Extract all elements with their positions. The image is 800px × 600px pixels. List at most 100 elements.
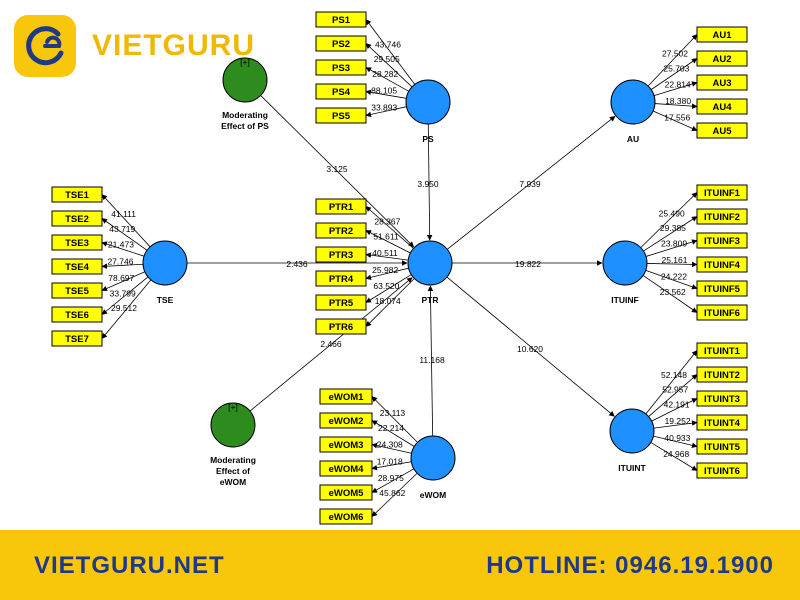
loading-arrow-tse5 [101, 271, 145, 292]
path-coefficient-ptr-ituint: 10.620 [517, 344, 543, 354]
indicator-ituint6[interactable]: ITUINT6 [696, 462, 748, 479]
indicator-ewom5[interactable]: eWOM5 [319, 484, 373, 501]
loading-value-ituint3: 42.191 [664, 400, 690, 410]
indicator-tse2[interactable]: TSE2 [51, 210, 103, 227]
svg-text:ITUINT4: ITUINT4 [704, 418, 741, 429]
indicator-ituinf4[interactable]: ITUINF4 [696, 256, 748, 273]
loading-value-ituint2: 52.957 [662, 384, 688, 394]
loading-value-ewom3: 24.308 [377, 439, 403, 449]
loading-arrow-ituint3 [651, 398, 698, 422]
path-coefficient-ptr-ituinf: 19.822 [515, 259, 541, 269]
loading-arrow-ptr5 [365, 274, 412, 303]
indicator-au3[interactable]: AU3 [696, 74, 748, 91]
footer-bar: VIETGURU.NET HOTLINE: 0946.19.1900 [0, 530, 800, 600]
indicator-ituinf1[interactable]: ITUINF1 [696, 184, 748, 201]
svg-text:TSE7: TSE7 [65, 334, 89, 345]
loading-arrow-ptr1 [365, 206, 414, 249]
moderator-label-line: Effect of PS [221, 121, 269, 131]
indicator-ewom1[interactable]: eWOM1 [319, 388, 373, 405]
indicator-ituint1[interactable]: ITUINT1 [696, 342, 748, 359]
indicator-au2[interactable]: AU2 [696, 50, 748, 67]
loading-value-ituinf4: 25.161 [661, 255, 687, 265]
construct-label-ps: PS [422, 134, 434, 144]
loading-value-tse5: 78.697 [108, 273, 134, 283]
construct-au[interactable] [610, 79, 656, 125]
loading-value-ptr4: 25.982 [372, 265, 398, 275]
loading-value-tse6: 33.799 [110, 289, 136, 299]
path-coefficient-tse-ptr: 2.436 [286, 259, 308, 269]
indicator-ptr2[interactable]: PTR2 [315, 222, 367, 239]
indicator-tse7[interactable]: TSE7 [51, 330, 103, 347]
indicator-ewom3[interactable]: eWOM3 [319, 436, 373, 453]
indicator-ewom4[interactable]: eWOM4 [319, 460, 373, 477]
indicator-ituinf3[interactable]: ITUINF3 [696, 232, 748, 249]
website-link[interactable]: VIETGURU.NET [34, 552, 225, 579]
indicator-au1[interactable]: AU1 [696, 26, 748, 43]
loading-arrow-ps4 [365, 89, 407, 99]
loading-value-ps3: 28.282 [372, 69, 398, 79]
indicator-ptr1[interactable]: PTR1 [315, 198, 367, 215]
loading-value-ewom5: 28.975 [378, 473, 404, 483]
indicator-tse5[interactable]: TSE5 [51, 282, 103, 299]
indicator-ps1[interactable]: PS1 [315, 11, 367, 28]
indicator-ituinf6[interactable]: ITUINF6 [696, 304, 748, 321]
indicator-ituinf5[interactable]: ITUINF5 [696, 280, 748, 297]
moderator-mewom[interactable]: [+] [210, 402, 256, 448]
construct-ituint[interactable] [609, 408, 655, 454]
moderator-mps[interactable]: [+] [222, 57, 268, 103]
loading-arrow-ewom4 [371, 461, 412, 471]
indicator-tse1[interactable]: TSE1 [51, 186, 103, 203]
indicator-ewom6[interactable]: eWOM6 [319, 508, 373, 525]
indicator-tse3[interactable]: TSE3 [51, 234, 103, 251]
svg-text:PS4: PS4 [332, 87, 351, 98]
indicator-ps3[interactable]: PS3 [315, 59, 367, 76]
loading-value-ptr5: 63.520 [373, 281, 399, 291]
svg-text:eWOM3: eWOM3 [329, 440, 364, 451]
indicator-ituinf2[interactable]: ITUINF2 [696, 208, 748, 225]
loading-value-ituint6: 24.968 [663, 449, 689, 459]
path-coefficient-ewom-ptr: 11.168 [419, 355, 445, 365]
indicator-ptr3[interactable]: PTR3 [315, 246, 367, 263]
svg-text:PS5: PS5 [332, 111, 351, 122]
loading-arrow-ituinf2 [643, 216, 698, 252]
indicator-ituint3[interactable]: ITUINT3 [696, 390, 748, 407]
svg-text:PS3: PS3 [332, 63, 350, 74]
indicator-ituint4[interactable]: ITUINT4 [696, 414, 748, 431]
svg-text:TSE3: TSE3 [65, 238, 89, 249]
svg-text:ITUINT5: ITUINT5 [704, 442, 741, 453]
indicator-ptr6[interactable]: PTR6 [315, 318, 367, 335]
loading-arrow-ewom1 [371, 396, 418, 443]
indicator-ptr4[interactable]: PTR4 [315, 270, 367, 287]
construct-tse[interactable] [142, 240, 188, 286]
construct-ptr[interactable] [407, 240, 453, 286]
svg-text:PTR4: PTR4 [329, 274, 354, 285]
construct-label-ituint: ITUINT [618, 463, 646, 473]
indicator-ituint5[interactable]: ITUINT5 [696, 438, 748, 455]
loading-arrow-ituinf3 [645, 239, 698, 257]
indicator-ps5[interactable]: PS5 [315, 107, 367, 124]
loading-value-ituinf6: 23.562 [660, 287, 686, 297]
moderator-label-line: eWOM [220, 477, 246, 487]
moderator-label-line: Effect of [216, 466, 250, 476]
indicator-au4[interactable]: AU4 [696, 98, 748, 115]
indicator-ewom2[interactable]: eWOM2 [319, 412, 373, 429]
svg-text:TSE1: TSE1 [65, 190, 89, 201]
loading-arrow-tse1 [101, 194, 151, 248]
indicator-ps2[interactable]: PS2 [315, 35, 367, 52]
indicator-tse6[interactable]: TSE6 [51, 306, 103, 323]
loading-arrow-au3 [653, 81, 698, 96]
loading-arrow-tse6 [101, 276, 149, 315]
indicator-ptr5[interactable]: PTR5 [315, 294, 367, 311]
loading-value-ituint4: 19.252 [665, 416, 691, 426]
construct-ps[interactable] [405, 79, 451, 125]
construct-ituinf[interactable] [602, 240, 648, 286]
indicator-au5[interactable]: AU5 [696, 122, 748, 139]
indicator-ituint2[interactable]: ITUINT2 [696, 366, 748, 383]
construct-ewom[interactable] [410, 435, 456, 481]
indicator-tse4[interactable]: TSE4 [51, 258, 103, 275]
indicator-ps4[interactable]: PS4 [315, 83, 367, 100]
loading-value-au1: 27.502 [662, 49, 688, 59]
svg-text:ITUINT6: ITUINT6 [704, 466, 740, 477]
